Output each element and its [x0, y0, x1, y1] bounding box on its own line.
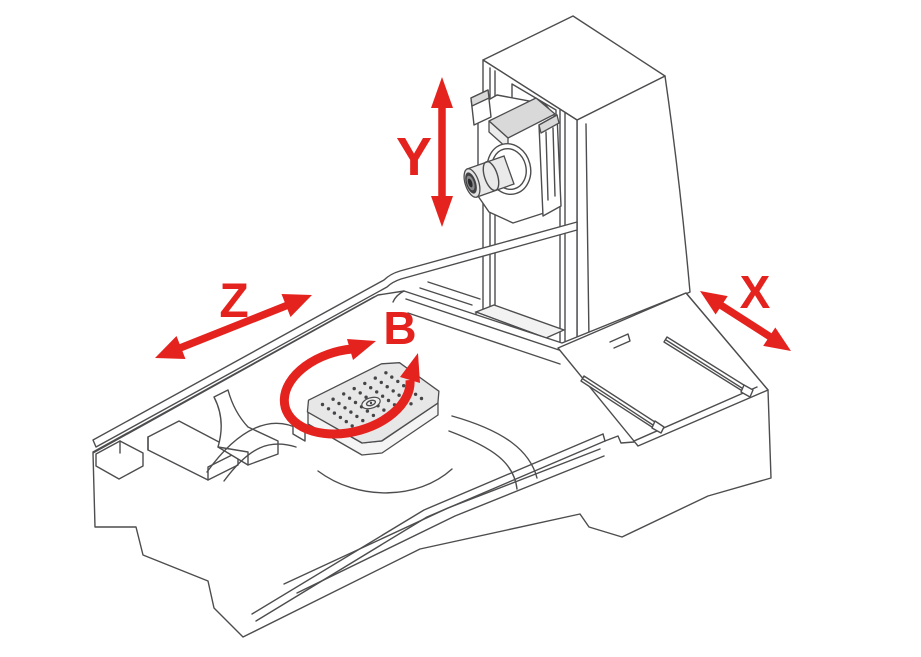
z-axis-label: Z — [219, 275, 248, 328]
pallet-hole — [353, 400, 358, 405]
x-axis-arrow-right-icon — [763, 327, 791, 351]
pallet-hole — [363, 381, 367, 386]
spindle-nose — [463, 143, 532, 198]
pallet-hole — [364, 395, 368, 399]
x-axis-label: X — [740, 266, 771, 318]
pallet-hole — [365, 409, 370, 413]
z-axis-arrow-left-icon — [155, 336, 186, 359]
pallet-hole — [384, 371, 388, 375]
pallet-hole — [355, 414, 359, 419]
right-bracket-cap — [538, 114, 560, 134]
y-axis-label: Y — [396, 127, 432, 187]
column-seam — [585, 123, 590, 341]
y-axis-annotation: Y — [396, 77, 453, 227]
pallet-hole — [352, 386, 356, 391]
pallet-hole — [382, 408, 386, 412]
pallet-hole — [343, 406, 347, 410]
pallet-hole — [361, 418, 365, 423]
b-axis-annotation: B — [279, 302, 420, 439]
x-axis-arrow-shaft — [716, 300, 775, 342]
pallet-hole — [332, 411, 337, 415]
left-carriage-cap — [470, 89, 490, 107]
x-bed-top-face — [557, 292, 769, 447]
pallet-hole — [380, 394, 385, 398]
column-right-face — [576, 75, 691, 346]
pallet-hole — [419, 396, 424, 401]
linear-guide-rail — [580, 375, 665, 434]
pallet-hole — [397, 393, 401, 397]
pallet-hole — [413, 392, 418, 396]
pallet-hole — [337, 401, 341, 406]
x-axis-annotation: X — [700, 266, 791, 351]
pallet-hole — [331, 397, 335, 401]
x-axis-arrow-left-icon — [700, 291, 728, 315]
pallet-hole — [342, 392, 346, 396]
pallet-hole — [371, 413, 376, 418]
pallet-hole — [347, 396, 352, 400]
bridge-pillar — [213, 389, 279, 466]
z-axis-annotation: Z — [155, 275, 312, 359]
pallet-hole — [373, 376, 377, 380]
pallet-hole — [358, 391, 362, 395]
pallet-hole — [385, 385, 389, 389]
y-axis-arrow-down-icon — [431, 196, 453, 227]
pallet-hole — [338, 415, 343, 420]
pallet-hole — [350, 424, 354, 428]
pallet-hole — [349, 410, 353, 414]
pallet-hole — [390, 375, 394, 379]
b-axis-arrow-top-icon — [347, 339, 376, 360]
pallet-hole — [375, 390, 379, 394]
pallet-hole — [386, 398, 391, 403]
y-axis-arrow-up-icon — [431, 77, 453, 108]
b-axis-arrow-right-icon — [400, 353, 420, 383]
pallet-hole — [344, 419, 348, 424]
spindle-head — [463, 89, 562, 224]
pallet-hole — [409, 402, 413, 406]
pallet-hole — [396, 379, 400, 384]
pallet-hole — [379, 380, 383, 385]
z-axis-arrow-right-icon — [281, 294, 312, 317]
pallet-hole — [326, 407, 331, 411]
pallet-hole — [369, 386, 373, 390]
b-axis-rotation-arc — [279, 344, 415, 439]
linear-guide-rail — [663, 336, 754, 398]
z-axis-arrow-shaft — [178, 301, 290, 352]
pallet-hole — [320, 402, 325, 407]
pallet-hole — [402, 384, 406, 388]
x-axis-bed — [557, 292, 769, 447]
pallet-hole — [391, 389, 395, 393]
b-axis-label: B — [383, 302, 416, 354]
table-saddle — [206, 415, 538, 494]
